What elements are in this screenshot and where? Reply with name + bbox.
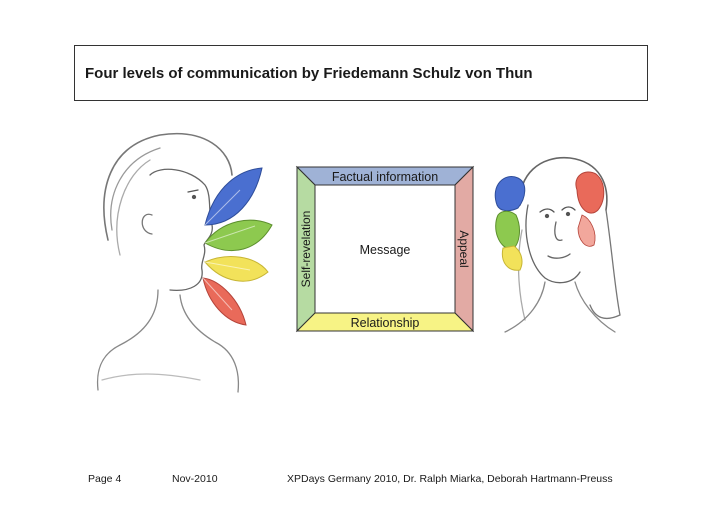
slide-title: Four levels of communication by Friedema… <box>85 64 533 82</box>
label-center: Message <box>360 243 411 257</box>
ear-blue <box>494 176 526 212</box>
leaf-yellow <box>204 256 269 282</box>
speaker-figure <box>96 132 240 393</box>
footer-page-number: Page 4 <box>88 473 122 485</box>
message-leaves <box>202 167 273 326</box>
square-center <box>314 184 456 314</box>
label-right: Appeal <box>457 230 471 267</box>
label-top: Factual information <box>332 170 438 184</box>
ear-green <box>495 210 520 251</box>
listener-figure <box>504 156 621 333</box>
footer-credit: XPDays Germany 2010, Dr. Ralph Miarka, D… <box>287 473 613 485</box>
title-frame: Four levels of communication by Friedema… <box>74 45 648 101</box>
listener-ears <box>494 171 605 271</box>
label-bottom: Relationship <box>351 316 420 330</box>
ear-red <box>575 171 605 214</box>
leaf-green <box>204 219 273 251</box>
label-left: Self-revelation <box>299 211 313 288</box>
footer-date: Nov-2010 <box>172 473 218 485</box>
ear-red-lower <box>577 214 596 247</box>
message-square: Factual information Relationship Message… <box>295 165 475 333</box>
ear-yellow <box>501 245 523 271</box>
